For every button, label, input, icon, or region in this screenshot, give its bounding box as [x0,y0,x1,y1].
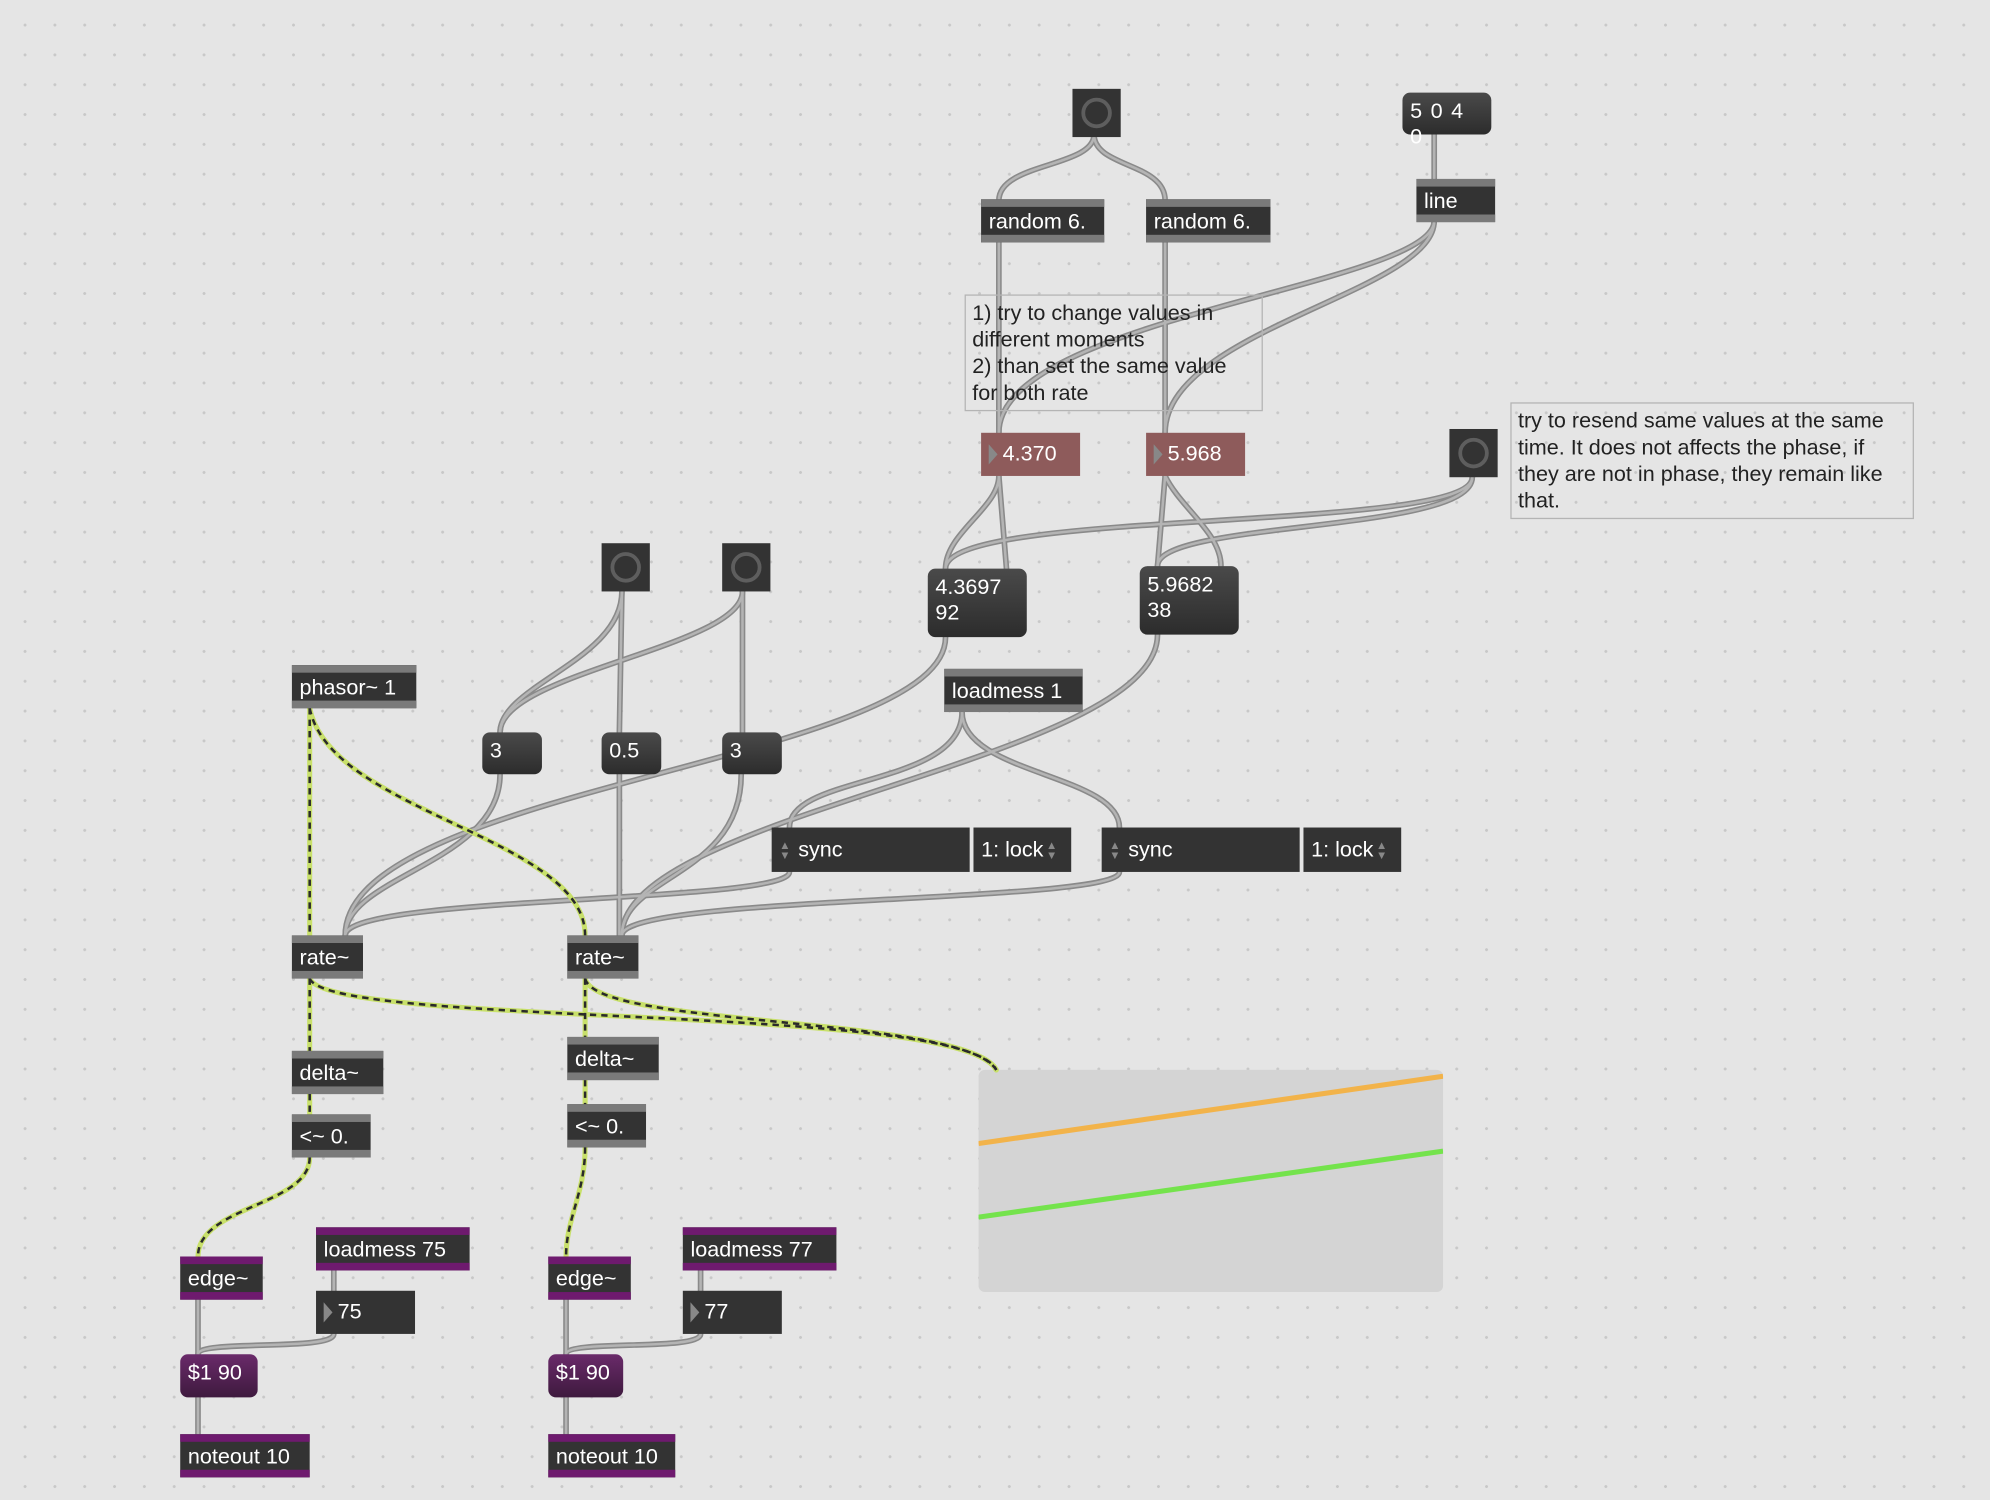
menu-value: 1: lock [981,837,1044,862]
object-loadmess-77[interactable]: loadmess 77 [682,1227,837,1271]
object-loadmess-1[interactable]: loadmess 1 [944,668,1083,713]
comment-instructions: 1) try to change values in different mom… [964,294,1263,412]
number-value: 75 [337,1299,362,1324]
updown-arrow-icon: ▲▼ [779,838,791,862]
flonum-value: 5.968 [1167,441,1222,466]
triangle-icon [323,1302,333,1323]
bang-circle-icon [1081,97,1112,129]
bang-button-resend[interactable] [1449,428,1498,478]
bang-button-random[interactable] [1072,88,1121,138]
scope-display [978,1069,1444,1293]
message-3-right[interactable]: 3 [722,732,782,775]
message-dollar-1[interactable]: $1 90 [180,1354,258,1398]
umenu-sync-2[interactable]: ▲▼ sync [1101,827,1300,872]
scope-trace-orange [978,1073,1444,1147]
object-noteout-2[interactable]: noteout 10 [548,1434,676,1478]
message-0-5[interactable]: 0.5 [601,732,662,775]
object-delta-1[interactable]: delta~ [291,1050,384,1095]
message-line: 4.3697 [935,574,1002,600]
scope-trace-green [978,1148,1444,1220]
object-less-than-2[interactable]: <~ 0. [567,1104,647,1148]
object-loadmess-75[interactable]: loadmess 75 [316,1227,470,1271]
menu-value: sync [1128,837,1173,862]
bang-button-right[interactable] [722,543,771,592]
umenu-lock-1[interactable]: 1: lock▲▼ [973,827,1072,872]
triangle-icon [988,444,998,465]
message-line: 92 [935,600,960,625]
object-random-a[interactable]: random 6. [981,199,1105,243]
object-phasor[interactable]: phasor~ 1 [291,665,417,709]
updown-arrow-icon: ▲▼ [1109,838,1121,862]
updown-arrow-icon: ▲▼ [1375,838,1388,862]
triangle-icon [690,1302,700,1323]
comment-resend-note: try to resend same values at the same ti… [1510,402,1914,520]
bang-button-left[interactable] [601,543,650,592]
umenu-sync-1[interactable]: ▲▼ sync [771,827,970,872]
object-delta-2[interactable]: delta~ [567,1036,659,1081]
object-noteout-1[interactable]: noteout 10 [180,1434,310,1478]
menu-value: 1: lock [1311,837,1374,862]
updown-arrow-icon: ▲▼ [1045,838,1058,862]
message-dollar-2[interactable]: $1 90 [548,1354,624,1398]
object-edge-1[interactable]: edge~ [180,1256,263,1300]
scope-traces [978,1073,1444,1220]
number-value: 77 [704,1299,729,1324]
message-5040[interactable]: 5 0 4 0 [1402,92,1492,148]
message-3-left[interactable]: 3 [482,732,542,775]
number-77[interactable]: 77 [682,1290,782,1334]
flonum-b[interactable]: 5.968 [1146,432,1246,476]
flonum-a[interactable]: 4.370 [981,432,1081,476]
object-rate-1[interactable]: rate~ [291,935,363,979]
menu-value: sync [798,837,843,862]
triangle-icon [1153,444,1163,465]
message-line: 38 [1147,597,1172,622]
object-less-than-1[interactable]: <~ 0. [291,1114,371,1158]
object-rate-2[interactable]: rate~ [567,935,639,979]
bang-circle-icon [1458,437,1489,469]
bang-circle-icon [610,552,641,583]
umenu-lock-2[interactable]: 1: lock▲▼ [1303,827,1402,872]
flonum-value: 4.370 [1002,441,1057,466]
bang-circle-icon [731,552,762,583]
object-random-b[interactable]: random 6. [1146,199,1271,243]
number-75[interactable]: 75 [316,1290,416,1334]
object-edge-2[interactable]: edge~ [548,1256,631,1300]
object-line[interactable]: line [1416,178,1496,223]
message-line: 5.9682 [1147,572,1214,597]
